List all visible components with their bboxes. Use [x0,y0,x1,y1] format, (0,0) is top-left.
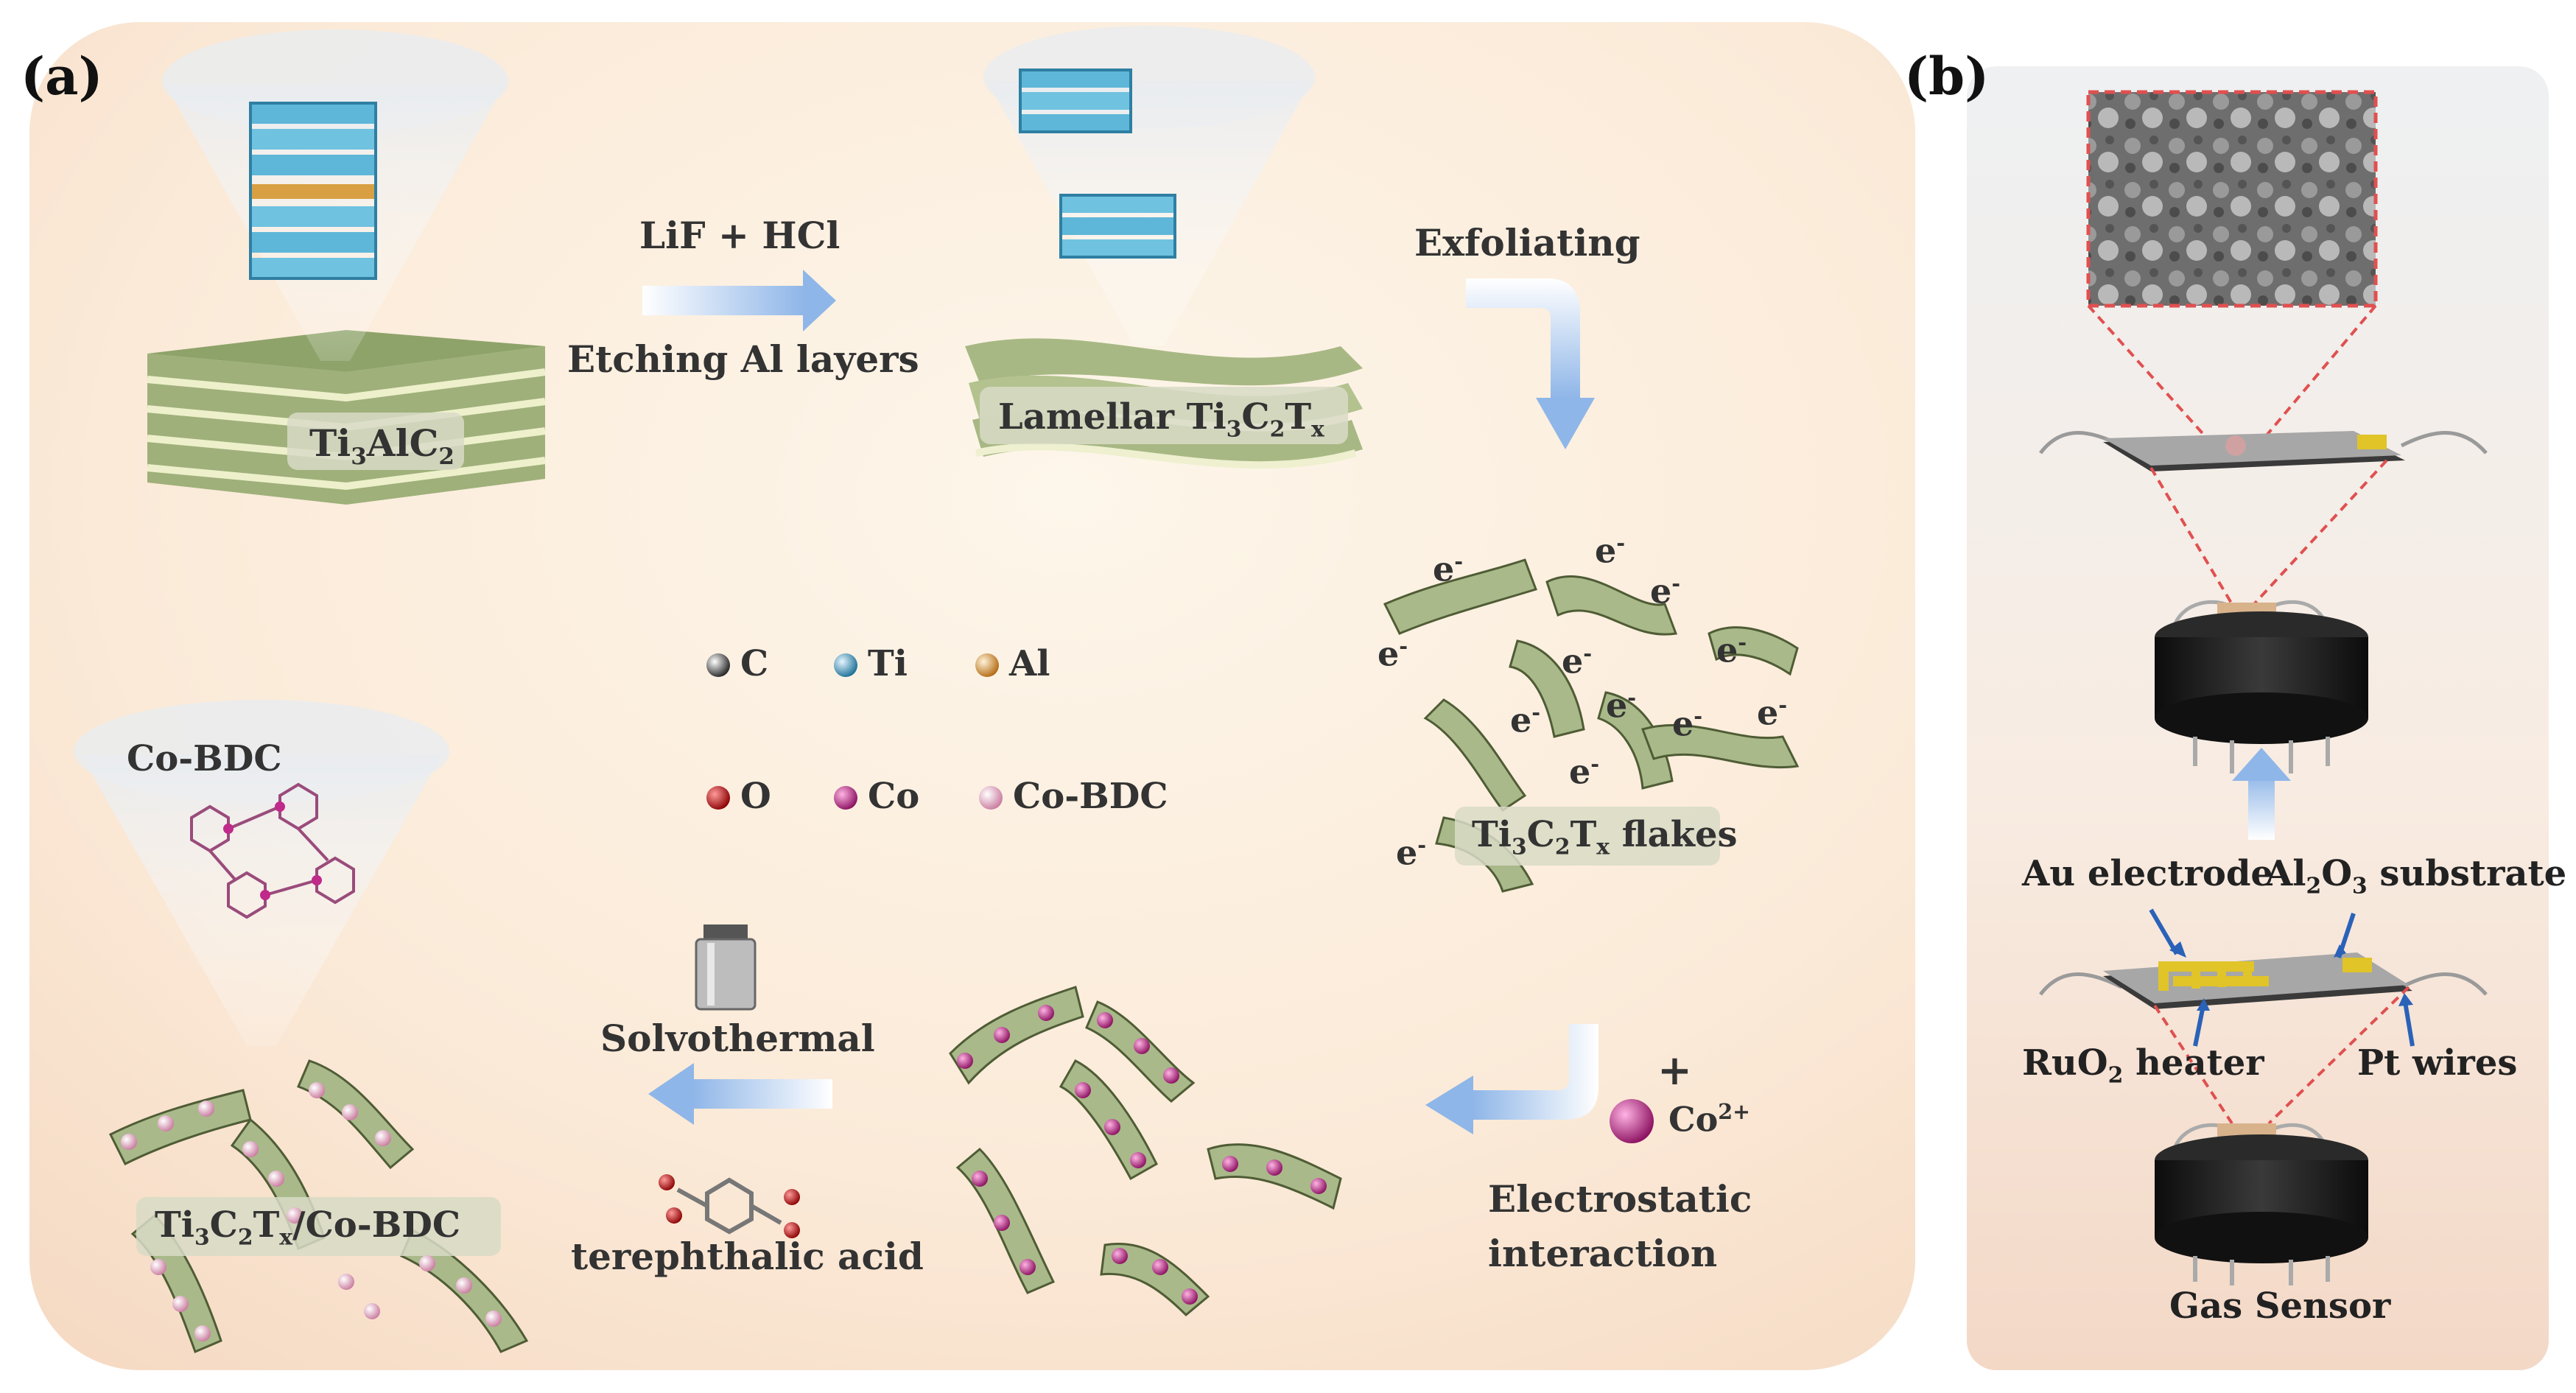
terephthalic-acid-label: terephthalic acid [571,1235,924,1278]
co-decorated-flakes [949,986,1342,1317]
lamellar-label: Lamellar Ti3C2Tx [998,396,1324,443]
ti3alc2-zoom-cone [162,29,508,361]
sem-image-inset [2086,90,2378,308]
gas-sensor-upper [2155,600,2368,773]
zoom-guide-line [2149,466,2233,606]
legend-o-sphere [706,786,730,810]
flakes-label: Ti3C2Tx flakes [1472,814,1738,860]
cobdc-zoom-cone [74,700,449,1046]
assembly-arrow [2248,773,2275,840]
plus-sign: + [1657,1046,1692,1095]
autoclave-icon [695,924,757,1011]
exfoliating-arrow [1466,278,1580,398]
electron-label: e- [1650,571,1681,611]
electron-label: e- [1757,692,1788,733]
au-electrode-label: Au electrode [2022,853,2273,894]
zoom-guide-line [2087,304,2215,447]
legend-ti-label: Ti [868,643,908,684]
electron-label: e- [1433,549,1464,589]
flakes-cluster [1383,558,1800,893]
gas-sensor-lower [2155,1123,2368,1285]
ti3alc2-label: Ti3AlC2 [309,421,455,470]
terephthalic-acid-molecule [659,1174,800,1238]
cobdc-framework-icon [190,782,355,919]
electron-label: e- [1569,751,1600,792]
legend-al-sphere [975,653,999,677]
electrostatic-arrow [1473,1024,1598,1120]
etching-arrow [642,286,804,315]
lamellar-sheets [965,338,1363,469]
electron-label: e- [1378,634,1408,674]
legend-c-label: C [740,643,769,684]
assembly-arrow-head [2232,748,2291,781]
electrostatic-label-line1: Electrostatic [1488,1177,1752,1221]
electrostatic-label-line2: interaction [1488,1232,1718,1275]
zoom-guide-line [2253,459,2388,606]
electron-label: e- [1396,832,1427,873]
solvothermal-arrow [692,1079,832,1109]
etching-label: Etching Al layers [567,337,919,381]
product-label: Ti3C2Tx/Co-BDC [155,1204,461,1251]
ruo2-heater-label: RuO2 heater [2022,1042,2264,1089]
zoom-guide-line [2256,304,2377,447]
legend-co-label: Co [868,776,920,817]
callout-arrows [2149,908,2415,1047]
co-ion-label: Co2+ [1668,1099,1751,1140]
etching-arrow-head [803,270,836,331]
solvothermal-label: Solvothermal [600,1017,875,1060]
legend-ti-sphere [834,653,857,677]
electron-label: e- [1562,641,1593,681]
zoom-guide-line [2267,986,2410,1125]
pt-wires-label: Pt wires [2357,1042,2518,1084]
electron-label: e- [1716,630,1747,670]
exfoliating-arrow-head [1536,398,1595,449]
cobdc-cone-label: Co-BDC [127,738,282,779]
legend-al-label: Al [1009,643,1050,684]
au-electrode-fingers [2158,958,2372,991]
ti3alc2-crystal-icon [249,102,377,280]
callout-arrow-heads [2169,941,2413,1011]
legend-c-sphere [706,653,730,677]
composite-flakes [108,1059,529,1354]
electron-label: e- [1672,703,1703,744]
exfoliating-label: Exfoliating [1414,221,1640,264]
electron-label: e- [1606,685,1637,726]
legend-cobdc-label: Co-BDC [1013,776,1168,817]
lif-hcl-label: LiF + HCl [639,214,840,257]
ti3alc2-block [147,330,546,505]
zoom-guide-line [2153,1004,2233,1125]
gas-sensor-label: Gas Sensor [2169,1285,2391,1327]
panel-b-label: (b) [1904,46,1990,107]
lamellar-zoom-cone [983,26,1315,346]
panel-a-label: (a) [21,46,103,107]
legend-cobdc-sphere [979,786,1003,810]
solvothermal-arrow-head [648,1063,694,1125]
al2o3-substrate-label: Al2O3 substrate [2265,853,2567,899]
sensor-chip-lower [2039,952,2488,1009]
electrostatic-arrow-head [1425,1076,1473,1134]
sensor-chip-upper [2039,431,2488,471]
electron-label: e- [1595,530,1626,571]
electron-label: e- [1510,700,1541,740]
legend-o-label: O [740,776,771,817]
legend-co-sphere [834,786,857,810]
co-ion-sphere [1610,1099,1654,1143]
lamellar-crystal-icon [1019,69,1176,259]
